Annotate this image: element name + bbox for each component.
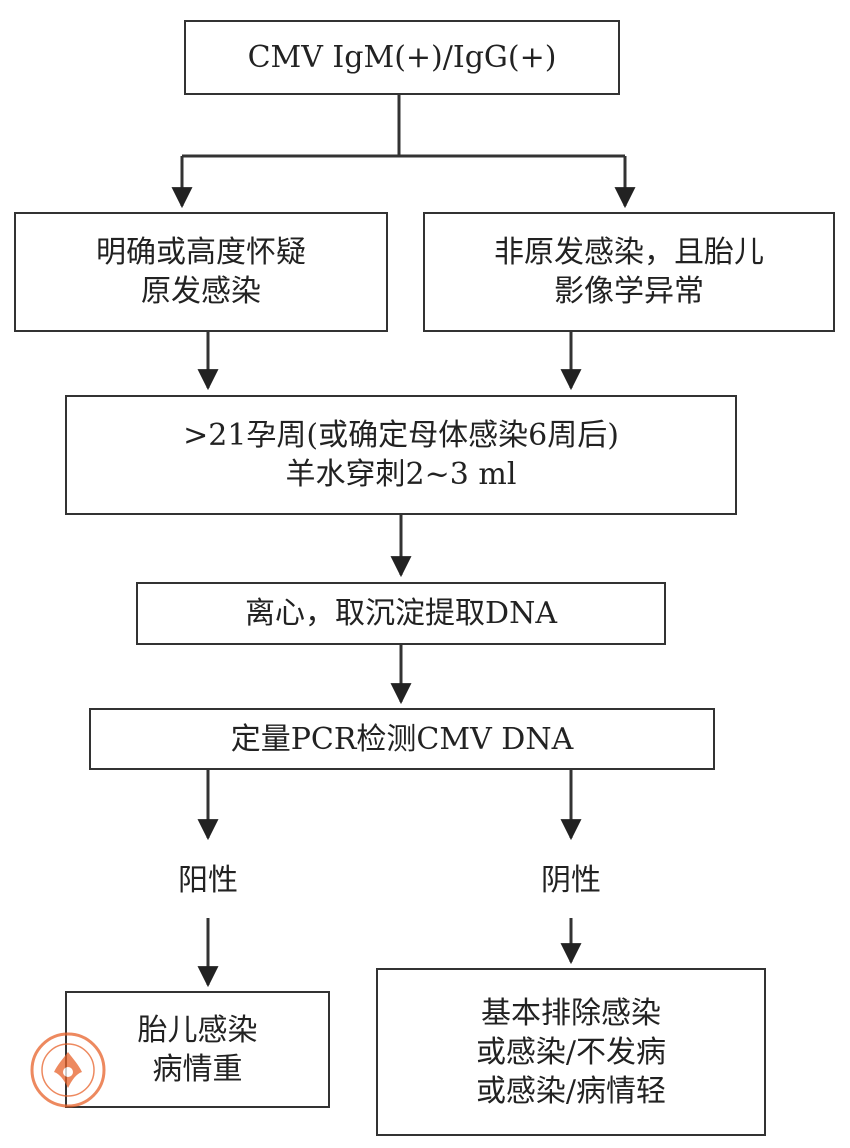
pcr-text: 定量PCR检测CMV DNA [230,721,574,757]
start-node-text: CMV IgM(+)/IgG(+) [247,40,557,75]
left-branch-line-1: 明确或高度怀疑 [96,235,306,270]
amniocentesis-node: >21孕周(或确定母体感染6周后) 羊水穿刺2~3 ml [65,395,737,515]
positive-result-line-2: 病情重 [152,1051,243,1087]
positive-label: 阳性 [178,863,238,898]
left-branch-line-2: 原发感染 [141,274,261,309]
amniocentesis-line-1: >21孕周(或确定母体感染6周后) [183,418,619,453]
negative-result-line-3: 或感染/病情轻 [475,1073,667,1109]
negative-result-node: 基本排除感染 或感染/不发病 或感染/病情轻 [376,968,766,1136]
negative-label: 阴性 [541,863,601,898]
left-branch-node: 明确或高度怀疑 原发感染 [14,212,388,332]
centrifuge-node: 离心，取沉淀提取DNA [136,582,666,645]
negative-result-line-2: 或感染/不发病 [475,1034,667,1070]
medical-association-seal-icon [30,1032,106,1108]
amniocentesis-line-2: 羊水穿刺2~3 ml [285,457,517,492]
right-branch-line-1: 非原发感染，且胎儿 [494,235,764,270]
pcr-node: 定量PCR检测CMV DNA [89,708,715,770]
right-branch-line-2: 影像学异常 [554,274,704,309]
positive-result-node: 胎儿感染 病情重 [65,991,330,1108]
right-branch-node: 非原发感染，且胎儿 影像学异常 [423,212,835,332]
start-node: CMV IgM(+)/IgG(+) [184,20,620,95]
negative-result-line-1: 基本排除感染 [481,995,661,1031]
centrifuge-text: 离心，取沉淀提取DNA [245,596,557,631]
positive-result-line-1: 胎儿感染 [137,1012,258,1048]
